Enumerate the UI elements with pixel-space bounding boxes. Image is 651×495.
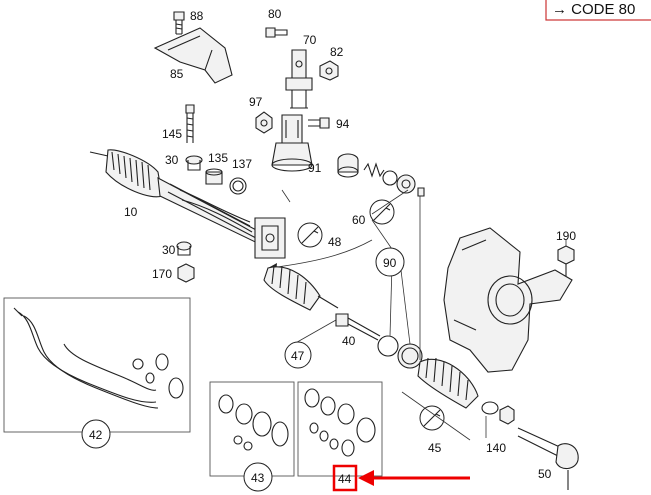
bolt-88-icon[interactable] [173,11,185,35]
part-135-icon[interactable] [205,168,223,185]
label-47: 47 [291,349,305,363]
label-40: 40 [342,334,356,348]
label-140: 140 [486,441,506,455]
label-45: 45 [428,441,442,455]
tie-rod-40-icon[interactable] [335,313,381,341]
label-170: 170 [152,267,172,281]
steering-rack-10-icon[interactable] [89,149,286,259]
arrow-48 [269,239,373,269]
label-145: 145 [162,127,182,141]
leader-lines [281,189,567,441]
bolt-94-icon[interactable] [308,117,330,129]
label-80: 80 [268,7,282,21]
bushing-30-bottom-icon[interactable] [176,241,192,256]
boot-45-icon[interactable] [417,357,479,409]
coupling-91-icon[interactable] [271,114,313,172]
label-94: 94 [336,117,350,131]
label-82: 82 [330,45,344,59]
spring-60-icon[interactable] [363,162,385,178]
label-137: 137 [232,157,252,171]
wrench-tool-icon[interactable] [297,222,323,248]
seal-kit-box-44[interactable] [297,381,383,477]
nut-97-icon[interactable] [255,111,273,134]
label-30-bottom: 30 [162,243,176,257]
bolt-145-icon[interactable] [185,104,195,143]
hose-lines-box-42[interactable] [3,297,191,433]
label-70: 70 [303,33,317,47]
label-91: 91 [308,161,322,175]
label-190: 190 [556,229,576,243]
boot-rack-right-icon[interactable] [263,265,339,311]
label-88: 88 [190,9,204,23]
seal-60-icon[interactable] [382,170,425,197]
wrench-tool-icon[interactable] [419,405,445,431]
label-85: 85 [170,67,184,81]
o-ring-137-icon[interactable] [229,177,247,195]
label-135: 135 [208,151,228,165]
clamp-140-icon[interactable] [481,401,515,425]
steering-knuckle-icon[interactable] [443,227,573,373]
label-43: 43 [251,471,265,485]
label-44: 44 [338,472,352,486]
callout-circles [81,247,405,492]
label-30-top: 30 [165,153,179,167]
label-48: 48 [328,235,342,249]
label-42: 42 [89,428,103,442]
code-reference-box[interactable]: → CODE 80 [545,0,651,21]
screw-80-icon[interactable] [265,27,288,38]
plunger-60-icon[interactable] [337,153,359,178]
highlight-44[interactable] [332,464,470,492]
universal-joint-70-icon[interactable] [285,49,313,109]
part-labels: 88 80 70 82 85 145 97 94 30 135 137 91 1… [89,7,576,486]
label-50: 50 [538,467,552,481]
bushing-30-top-icon[interactable] [185,155,203,171]
nut-170-icon[interactable] [177,263,195,283]
label-60: 60 [352,213,366,227]
code-reference-label: → CODE 80 [552,1,635,18]
label-97: 97 [249,95,263,109]
wrench-tool-icon[interactable] [369,199,395,225]
label-90: 90 [383,256,397,270]
nut-82-icon[interactable] [319,60,339,81]
tie-rod-end-50-icon[interactable] [517,427,579,490]
seal-kit-box-43[interactable] [209,381,295,477]
o-ring-90-icon[interactable] [377,335,423,369]
nut-190-icon[interactable] [557,245,575,276]
cover-85-icon[interactable] [153,27,233,84]
label-10: 10 [124,205,138,219]
